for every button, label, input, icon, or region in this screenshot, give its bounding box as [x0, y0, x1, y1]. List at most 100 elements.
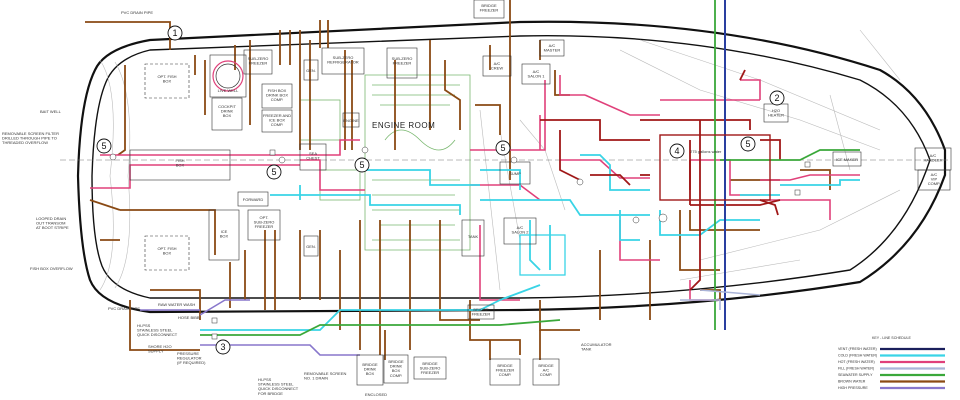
valve-symbols [109, 146, 811, 340]
svg-text:5: 5 [745, 139, 750, 149]
label-tank: TANK [468, 234, 479, 239]
label-fish-box-overflow: FISH BOX OVERFLOW [30, 266, 73, 271]
live-well-box [209, 54, 247, 98]
bridge-freezer-top-box [473, 0, 505, 19]
hull-outer-line [76, 20, 947, 314]
hull-outline [76, 20, 947, 314]
label-engine-room: ENGINE ROOM [372, 121, 435, 130]
engine-room-area [299, 74, 471, 251]
label-sump: SUMP [509, 171, 521, 176]
label-gen-2: GEN. [306, 244, 316, 249]
legend-title: KEY - LINE SCHEDULE [872, 336, 911, 340]
label-forward: FORWARD [243, 197, 264, 202]
engine-box-small [342, 112, 360, 128]
callout-3: 3 [215, 339, 231, 355]
legend-item-label: COLD (FRESH WATER) [838, 354, 877, 358]
callout-2: 2 [769, 90, 785, 106]
callouts: 1 2 3 4 5 5 5 5 [96, 25, 785, 355]
ac-salon-2-box [503, 217, 537, 245]
legend-item-label: FILL (FRESH WATER) [838, 367, 874, 371]
label-pvc-drain-bottom: PVC DRAIN PIPE [108, 306, 140, 311]
fish-box-box [129, 149, 231, 181]
opt-fish-box-top-box [144, 63, 190, 99]
ac-master-box [539, 39, 565, 57]
svg-text:4: 4 [674, 146, 679, 156]
tank-box [461, 219, 485, 257]
callout-5-b: 5 [266, 164, 282, 180]
legend-item-label: BROWN WATER [838, 380, 866, 384]
sea-chest-box [299, 143, 327, 171]
svg-text:3: 3 [220, 342, 225, 352]
fish-box-drink-comp-box [261, 83, 293, 109]
svg-text:5: 5 [359, 160, 364, 170]
callout-5-c: 5 [354, 157, 370, 173]
dark-red-lines [540, 69, 781, 291]
svg-text:5: 5 [101, 141, 106, 151]
callout-4: 4 [669, 143, 685, 159]
label-hose-bibb: HOSE BIBB [178, 315, 200, 320]
ice-maker-box [832, 151, 862, 167]
sub-zero-freezer-2-box [386, 47, 418, 79]
bridge-freezer-comp-box [489, 358, 521, 386]
label-water-tank: 275 gallons water [690, 149, 722, 154]
callout-5-a: 5 [96, 138, 112, 154]
legend: KEY - LINE SCHEDULE VENT (FRESH WATER)CO… [838, 336, 945, 390]
ac-crew-box [482, 55, 512, 77]
legend-item-label: HOT (FRESH WATER) [838, 360, 875, 364]
legend-item-label: HIGH PRESSURE [838, 386, 868, 390]
sub-zero-refrigerator-box [321, 47, 365, 75]
high-pressure-lines [140, 299, 360, 356]
label-pvc-drain-top: PVC DRAIN PIPE [121, 10, 153, 15]
bridge-sub-zero-freezer-box [413, 356, 447, 380]
cockpit-drink-box-box [211, 97, 243, 131]
callout-5-e: 5 [740, 136, 756, 152]
live-well-circle [215, 63, 241, 89]
forward-box [237, 191, 269, 207]
svg-text:5: 5 [271, 167, 276, 177]
ice-box-box [208, 209, 240, 261]
freezer-ice-box-comp-box [261, 109, 293, 133]
svg-text:5: 5 [500, 143, 505, 153]
label-enclosed: ENCLOSED [365, 392, 387, 397]
ac-vip-comp-box [917, 169, 951, 191]
opt-sub-zero-freezer-box [247, 209, 281, 241]
callout-5-d: 5 [495, 140, 511, 156]
bridge-freezer-mid-box [467, 304, 495, 320]
bridge-ac-comp-box [532, 358, 560, 386]
tank-sub-block [519, 234, 566, 276]
fill-fresh-water-lines [680, 289, 761, 310]
bridge-drink-box-comp-box [383, 354, 409, 384]
legend-items: VENT (FRESH WATER)COLD (FRESH WATER)HOT … [838, 347, 945, 390]
ac-salon-1-box [521, 63, 551, 85]
live-well-ring [212, 60, 244, 92]
diagram-labels: PVC DRAIN PIPE BAIT WELL REMOVABLE SCREE… [2, 3, 943, 397]
hot-fresh-water-lines [90, 75, 860, 301]
brown-water-lines [85, 0, 831, 360]
gen-1-box [303, 59, 319, 81]
